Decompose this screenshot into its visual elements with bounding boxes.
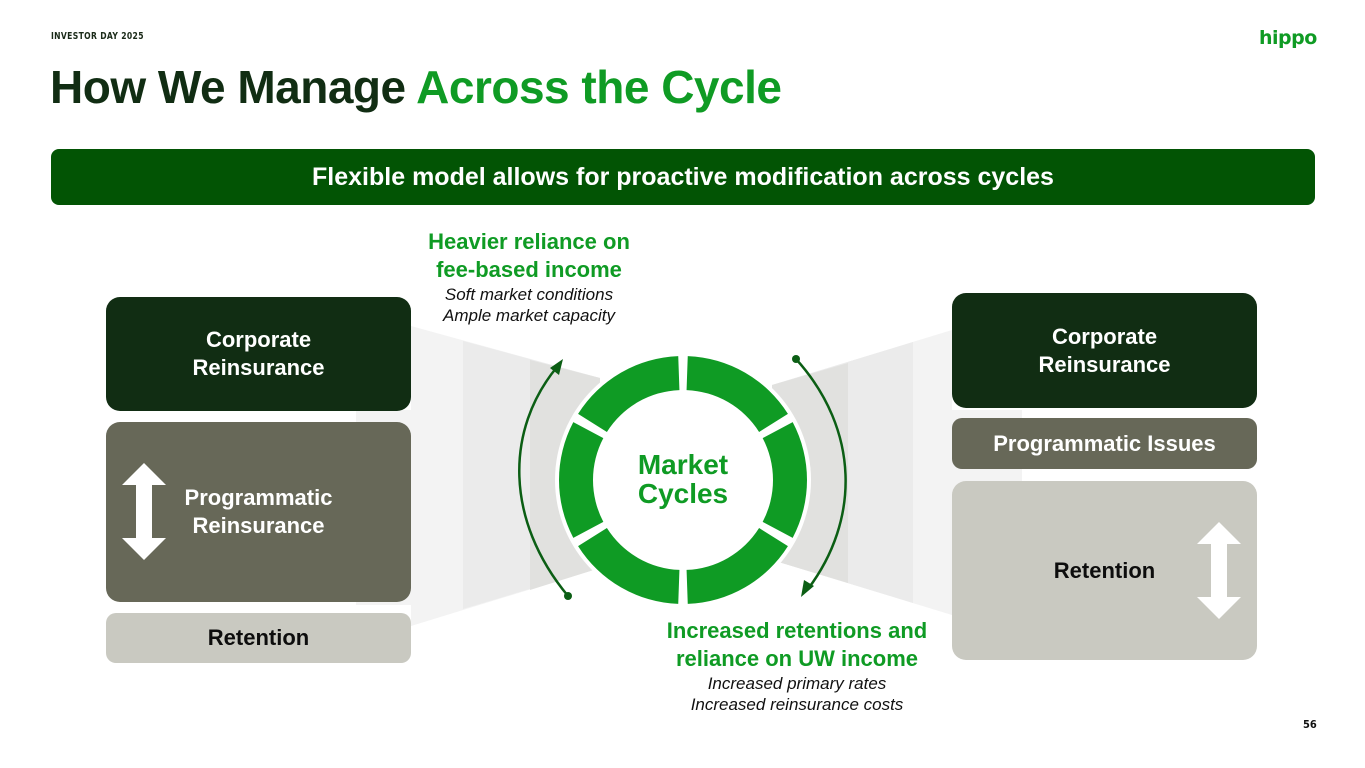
right-double-arrow-vertical-icon [1197,522,1241,619]
left-corporate-reinsurance-box: Corporate Reinsurance [106,297,411,411]
right-corporate-label: Corporate Reinsurance [1038,323,1171,377]
hippo-logo: hippo [1259,27,1317,49]
market-cycle-ring [555,352,811,608]
ring-segment [686,528,788,604]
soft-market-callout: Heavier reliance on fee-based income Sof… [400,228,658,326]
soft-market-sub-2: Ample market capacity [443,306,615,325]
right-retention-label: Retention [1053,557,1156,583]
title-main: How We Manage [50,61,417,113]
market-cycles-line2: Cycles [637,478,729,509]
right-corporate-reinsurance-box: Corporate Reinsurance [952,293,1257,408]
ring-segment [762,422,807,538]
hard-market-head-1: Increased retentions and [666,618,928,643]
left-programmatic-label: Programmatic Reinsurance [184,485,333,538]
right-programmatic-issues-box: Programmatic Issues [952,418,1257,469]
hard-market-arrow [792,355,847,597]
hard-market-head-2: reliance on UW income [675,646,919,671]
key-message-banner: Flexible model allows for proactive modi… [51,149,1315,205]
left-programmatic-reinsurance-box: Programmatic Reinsurance [106,422,411,602]
left-corporate-label: Corporate Reinsurance [192,327,325,380]
left-retention-label: Retention [207,625,310,650]
ring-segment [559,422,604,538]
page-number: 56 [1303,718,1317,731]
hard-market-sub-2: Increased reinsurance costs [690,695,904,714]
banner-text: Flexible model allows for proactive modi… [312,162,1054,191]
ring-segment [686,356,788,432]
hard-market-sub-1: Increased primary rates [707,674,887,693]
left-retention-box: Retention [106,613,411,663]
right-programmatic-label: Programmatic Issues [993,430,1216,456]
ring-segment [578,528,680,604]
right-retention-box: Retention [952,481,1257,660]
soft-market-head-1: Heavier reliance on [428,229,630,254]
left-double-arrow-vertical-icon [122,463,166,560]
soft-market-arrow [518,359,572,600]
ring-segment [578,356,680,432]
soft-market-head-2: fee-based income [436,257,622,282]
page-title: How We Manage Across the Cycle [50,60,782,114]
market-cycles-line1: Market [637,449,729,480]
soft-market-sub-1: Soft market conditions [444,285,614,304]
event-label: INVESTOR DAY 2025 [51,31,144,42]
title-accent: Across the Cycle [416,61,782,113]
market-cycles-label: Market Cycles [600,450,766,508]
hard-market-callout: Increased retentions and reliance on UW … [632,617,962,715]
